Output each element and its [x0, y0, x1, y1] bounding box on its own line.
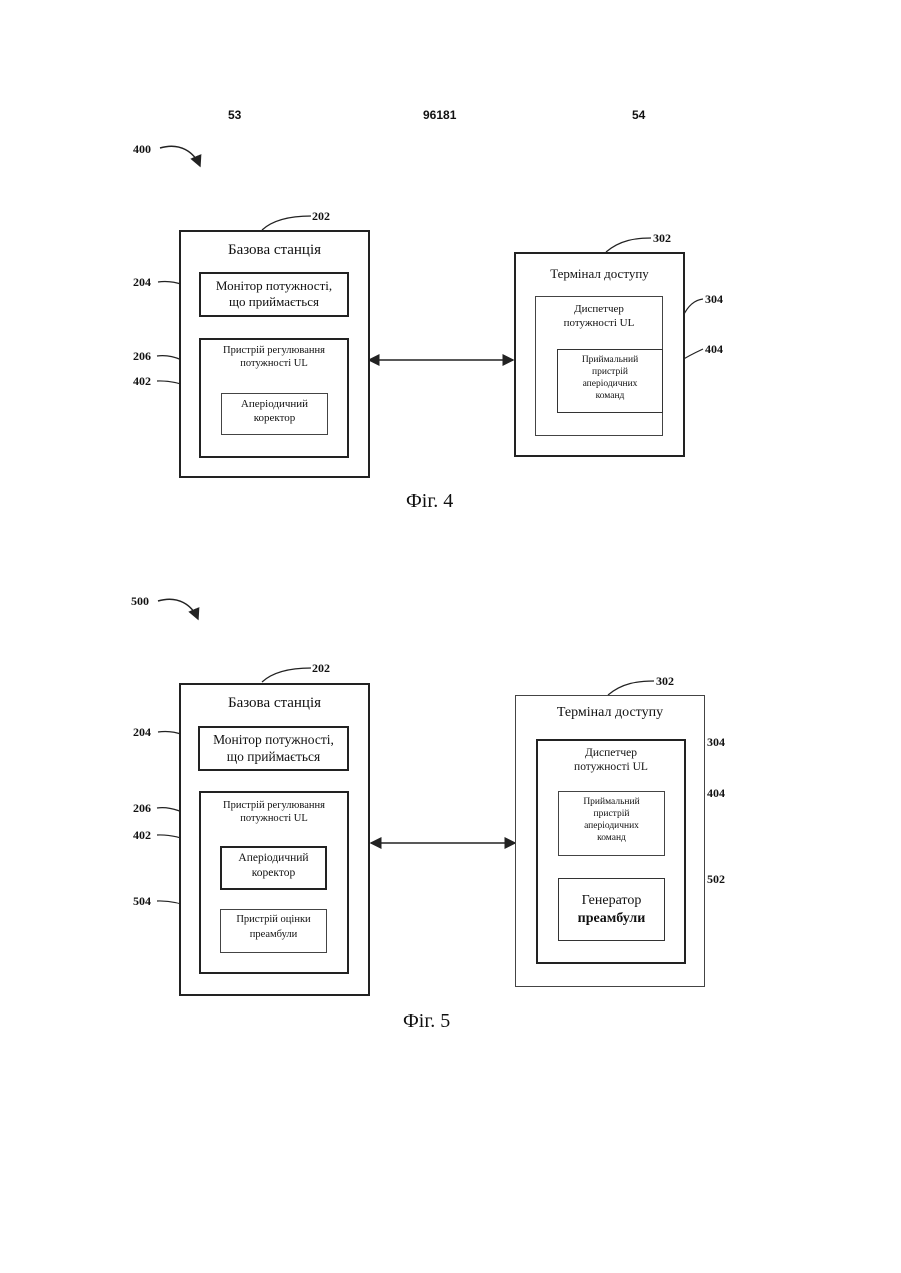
fig5-regulator-line2: потужності UL	[201, 813, 347, 825]
fig4-ref-404: 404	[705, 342, 723, 357]
fig5-generator-box: Генератор преамбули	[558, 878, 665, 941]
fig5-generator-line2: преамбули	[559, 911, 664, 927]
fig5-dispatcher-line1: Диспетчер	[538, 747, 684, 760]
fig5-ref-502: 502	[707, 872, 725, 887]
fig5-receiver-line2: пристрій	[559, 809, 664, 820]
fig4-leader-304	[683, 299, 703, 316]
fig5-receiver-line3: аперіодичних	[559, 821, 664, 832]
fig4-corrector-line1: Аперіодичний	[222, 398, 327, 411]
fig5-ref-202: 202	[312, 661, 330, 676]
fig5-monitor-box: Монітор потужності, що приймається	[198, 726, 349, 771]
fig4-receiver-line4: команд	[558, 391, 662, 402]
fig5-corrector-line1: Аперіодичний	[222, 852, 325, 865]
fig4-ref-202: 202	[312, 209, 330, 224]
fig4-caption: Фіг. 4	[406, 490, 453, 513]
fig5-generator-line1: Генератор	[559, 893, 664, 909]
fig4-receiver-box: Приймальний пристрій аперіодичних команд	[557, 349, 663, 413]
fig4-base-station-title: Базова станція	[181, 242, 368, 259]
fig5-estimator-line2: преамбули	[221, 929, 326, 941]
fig5-corrector-line2: коректор	[222, 867, 325, 880]
fig5-ref-504: 504	[133, 894, 151, 909]
fig5-estimator-box: Пристрій оцінки преамбули	[220, 909, 327, 953]
fig5-leader-202	[262, 668, 311, 682]
fig4-monitor-line1: Монітор потужності,	[201, 279, 347, 294]
fig5-caption: Фіг. 5	[403, 1010, 450, 1033]
fig5-ref-302: 302	[656, 674, 674, 689]
fig5-base-station-title: Базова станція	[181, 695, 368, 712]
fig4-regulator-line1: Пристрій регулювання	[201, 345, 347, 357]
fig5-ref-500: 500	[131, 594, 149, 609]
fig4-ref-204: 204	[133, 275, 151, 290]
fig4-dispatcher-line2: потужності UL	[536, 317, 662, 330]
fig5-ref-304: 304	[707, 735, 725, 750]
fig5-estimator-line1: Пристрій оцінки	[221, 914, 326, 926]
fig5-receiver-box: Приймальний пристрій аперіодичних команд	[558, 791, 665, 856]
fig4-ref-304: 304	[705, 292, 723, 307]
fig5-terminal-title: Термінал доступу	[516, 705, 704, 721]
fig4-leader-302	[606, 238, 651, 252]
fig5-ref-204: 204	[133, 725, 151, 740]
fig4-monitor-line2: що приймається	[201, 295, 347, 310]
fig5-monitor-line2: що приймається	[200, 749, 347, 765]
fig4-ref-206: 206	[133, 349, 151, 364]
fig5-ref-206: 206	[133, 801, 151, 816]
fig4-terminal-title: Термінал доступу	[516, 267, 683, 282]
fig5-receiver-line1: Приймальний	[559, 797, 664, 808]
fig4-leader-202	[262, 216, 311, 230]
fig5-ref-404: 404	[707, 786, 725, 801]
fig4-dispatcher-line1: Диспетчер	[536, 303, 662, 316]
fig4-ref-400: 400	[133, 142, 151, 157]
fig5-corrector-box: Аперіодичний коректор	[220, 846, 327, 890]
fig4-ref-arrow	[160, 146, 200, 166]
fig5-dispatcher-line2: потужності UL	[538, 761, 684, 774]
fig4-ref-302: 302	[653, 231, 671, 246]
fig4-corrector-box: Аперіодичний коректор	[221, 393, 328, 435]
fig4-receiver-line3: аперіодичних	[558, 379, 662, 390]
fig5-leader-302	[608, 681, 654, 695]
fig4-regulator-line2: потужності UL	[201, 358, 347, 370]
fig5-receiver-line4: команд	[559, 833, 664, 844]
fig4-corrector-line2: коректор	[222, 412, 327, 425]
fig5-monitor-line1: Монітор потужності,	[200, 732, 347, 748]
fig5-regulator-line1: Пристрій регулювання	[201, 800, 347, 812]
fig4-receiver-line1: Приймальний	[558, 355, 662, 366]
fig4-ref-402: 402	[133, 374, 151, 389]
fig5-ref-arrow	[158, 599, 198, 619]
fig4-monitor-box: Монітор потужності, що приймається	[199, 272, 349, 317]
fig4-receiver-line2: пристрій	[558, 367, 662, 378]
fig5-ref-402: 402	[133, 828, 151, 843]
